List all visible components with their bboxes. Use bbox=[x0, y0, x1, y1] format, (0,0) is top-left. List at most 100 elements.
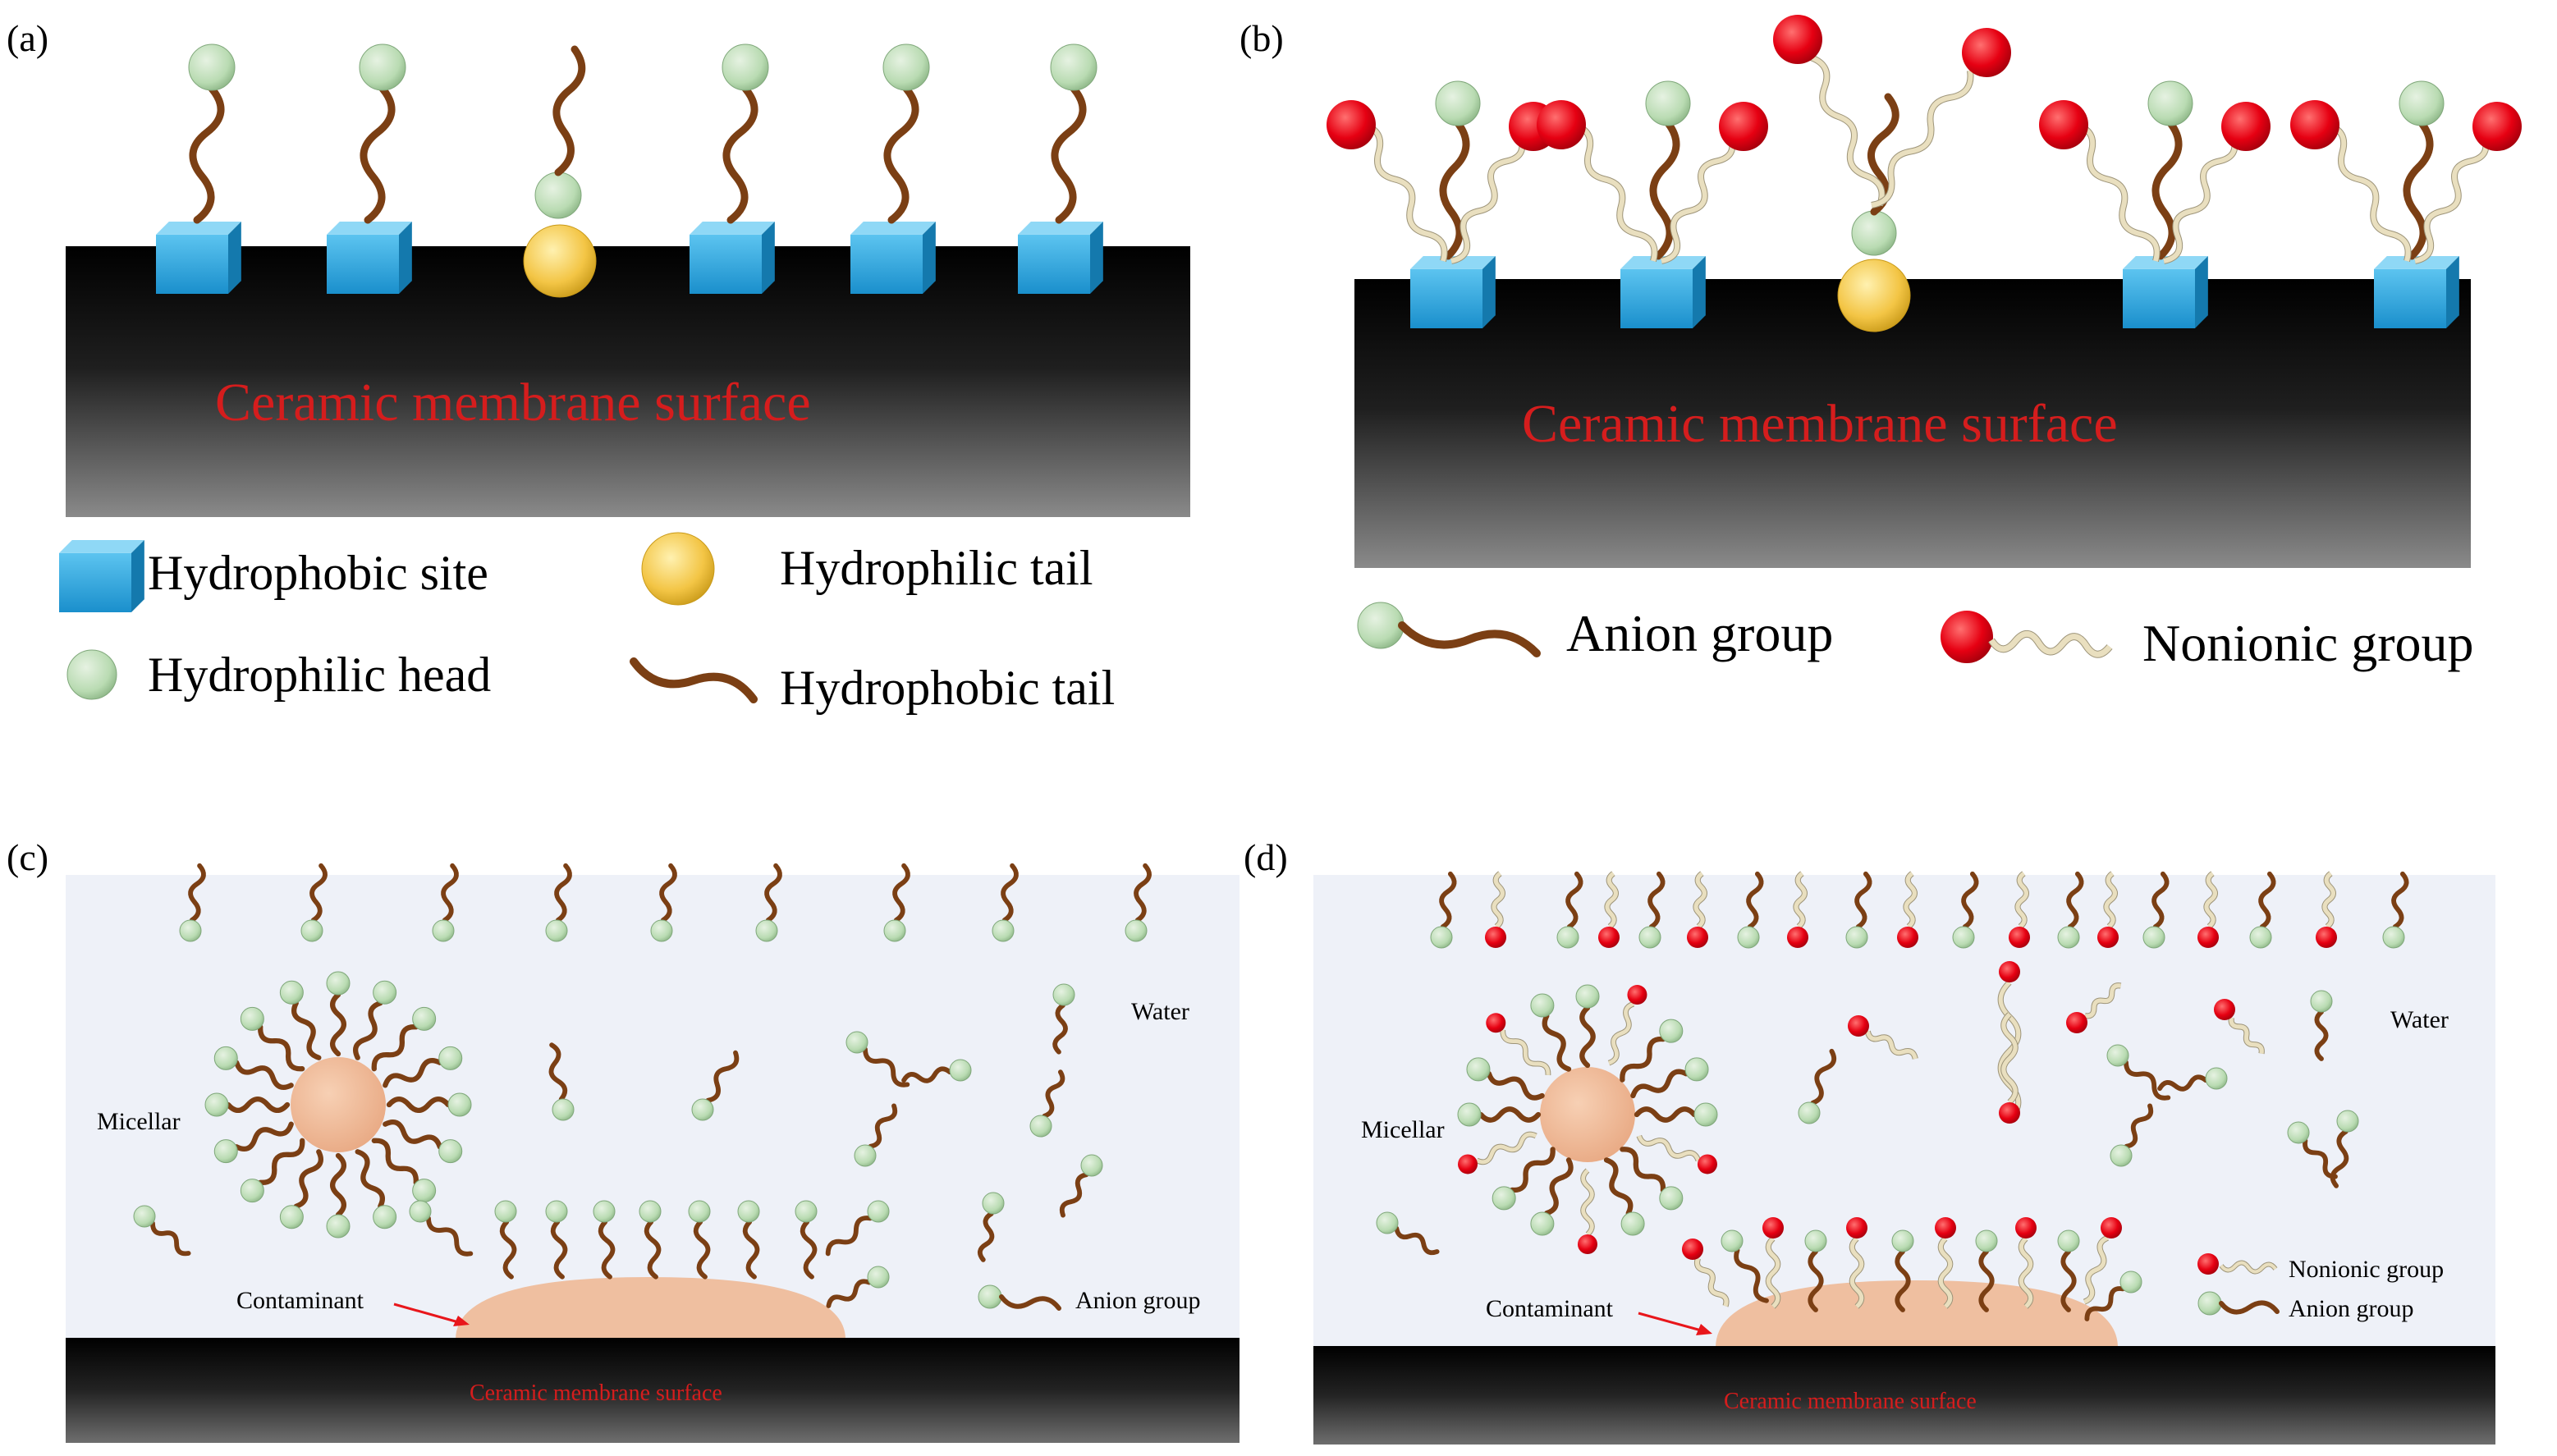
hydrophilic-head bbox=[2119, 1271, 2142, 1293]
surface-label-c: Ceramic membrane surface bbox=[470, 1380, 722, 1406]
hydrophobic-tail bbox=[1895, 1249, 1911, 1312]
hydrophilic-head bbox=[1466, 1057, 1491, 1082]
hydrophobic-tail bbox=[705, 1050, 740, 1103]
nonionic-chain bbox=[1450, 135, 1525, 263]
hydrophobic-tail bbox=[826, 1279, 872, 1308]
nonionic-surfactant bbox=[1486, 1013, 1551, 1076]
nonionic-chain bbox=[1694, 1257, 1729, 1307]
contaminant-arrow-d bbox=[1638, 1312, 1705, 1333]
surface-label-a: Ceramic membrane surface bbox=[215, 373, 811, 433]
nonionic-surfactant bbox=[1458, 1131, 1537, 1174]
hydrophobic-tail bbox=[2124, 1060, 2171, 1101]
hydrophobic-tail bbox=[1746, 871, 1764, 930]
hydrophobic-tail bbox=[1439, 119, 1470, 260]
hydrophilic-head bbox=[534, 172, 582, 219]
hydrophilic-tail-ball bbox=[523, 224, 597, 298]
hydrophobic-tail bbox=[1961, 871, 1979, 930]
hydrophobic-tail bbox=[1478, 1106, 1542, 1123]
anion-surfactant bbox=[2157, 1067, 2228, 1092]
nonionic-head bbox=[2472, 102, 2522, 151]
anion-surfactant bbox=[1638, 871, 1666, 949]
anion-surfactant bbox=[371, 1006, 437, 1072]
hydrophilic-head bbox=[1125, 919, 1148, 942]
hydrophobic-tail bbox=[426, 1216, 474, 1257]
anion-surfactant bbox=[1530, 1157, 1574, 1236]
hydrophobic-tail bbox=[764, 863, 782, 923]
anion-surfactant bbox=[1952, 871, 1979, 949]
nonionic-chain-outline bbox=[2325, 121, 2412, 263]
anion-surfactant bbox=[825, 1200, 890, 1257]
nonionic-surfactant bbox=[1935, 1217, 1956, 1309]
nonionic-surfactant bbox=[1897, 871, 1918, 948]
anion-surfactant bbox=[1721, 1229, 1769, 1303]
panel-d-label: (d) bbox=[1244, 836, 1288, 878]
nonionic-chain-outline bbox=[1361, 121, 1448, 263]
nonionic-chain bbox=[2084, 983, 2122, 1019]
anion-surfactant bbox=[179, 863, 206, 942]
nonionic-chain bbox=[2015, 872, 2029, 929]
hydrophilic-head bbox=[326, 1214, 351, 1239]
nonionic-head bbox=[1697, 1154, 1717, 1174]
legend-nonionic-group: Nonionic group bbox=[2142, 614, 2474, 672]
hydrophobic-tail bbox=[977, 1211, 995, 1262]
nonionic-head bbox=[2214, 999, 2235, 1020]
hydrophilic-head bbox=[133, 1205, 156, 1228]
nonionic-head bbox=[1762, 1217, 1784, 1239]
micellar-label-d: Micellar bbox=[1361, 1116, 1445, 1143]
hydrophobic-tail bbox=[1001, 863, 1019, 923]
hydrophilic-tail-ball bbox=[1837, 259, 1911, 332]
nonionic-head bbox=[1719, 102, 1768, 151]
hydrophobic-site-cube bbox=[1620, 256, 1706, 328]
hydrophilic-head bbox=[412, 1006, 437, 1031]
hydrophobic-tail bbox=[863, 1046, 910, 1087]
anion-surfactant bbox=[494, 1200, 517, 1280]
hydrophobic-tail bbox=[1647, 871, 1666, 930]
anion-surfactant bbox=[593, 1200, 616, 1280]
hydrophilic-head bbox=[1050, 43, 1097, 91]
anion-surfactant bbox=[854, 1103, 898, 1167]
hydrophobic-tail bbox=[1808, 1249, 1824, 1312]
anion-surfactant bbox=[2382, 871, 2409, 949]
nonionic-head bbox=[2015, 1217, 2037, 1239]
panel-a-label: (a) bbox=[7, 17, 48, 59]
hydrophobic-tail bbox=[2403, 119, 2434, 260]
hydrophobic-tail bbox=[1051, 85, 1087, 224]
nonionic-surfactant bbox=[1578, 1168, 1597, 1254]
nonionic-head bbox=[2097, 927, 2119, 948]
hydrophilic-head bbox=[867, 1200, 890, 1223]
legend-hydrophilic-tail: Hydrophilic tail bbox=[780, 541, 1093, 595]
ceramic-membrane-b bbox=[1354, 279, 2471, 568]
anion-surfactant bbox=[545, 863, 572, 942]
nonionic-head bbox=[1537, 100, 1586, 149]
hydrophobic-tail bbox=[1439, 871, 1457, 930]
hydrophobic-tail bbox=[999, 1294, 1061, 1311]
nonionic-head bbox=[2039, 100, 2088, 149]
nonionic-head bbox=[2197, 927, 2219, 948]
anion-surfactant bbox=[240, 1138, 305, 1203]
hydrophobic-tail bbox=[644, 1220, 662, 1280]
hydrophilic-head bbox=[1492, 1186, 1516, 1211]
hydrophobic-tail bbox=[2314, 1010, 2329, 1061]
hydrophilic-head bbox=[2205, 1067, 2228, 1090]
hydrophilic-head bbox=[2142, 926, 2165, 949]
hydrophobic-tail bbox=[2303, 1138, 2338, 1179]
hydrophobic-tail bbox=[1978, 1249, 1995, 1312]
anion-surfactant bbox=[688, 1200, 711, 1280]
hydrophilic-head bbox=[1975, 1229, 1998, 1252]
nonionic-surfactant bbox=[2066, 982, 2122, 1033]
hydrophilic-head bbox=[883, 919, 906, 942]
hydrophilic-head bbox=[1693, 1102, 1718, 1127]
nonionic-head bbox=[1598, 927, 1620, 948]
hydrophobic-tail bbox=[2258, 871, 2276, 930]
hydrophobic-tail bbox=[1579, 1005, 1596, 1069]
hydrophobic-tail bbox=[2066, 871, 2084, 930]
legend-b: Anion group Nonionic group bbox=[1357, 602, 2474, 672]
hydrophobic-site-cube bbox=[59, 540, 144, 612]
anion-surfactant bbox=[795, 1200, 818, 1280]
hydrophobic-tail bbox=[825, 1216, 873, 1257]
hydrophilic-head bbox=[545, 919, 568, 942]
hydrophilic-head bbox=[1804, 1229, 1827, 1252]
anion-surfactant bbox=[1556, 871, 1583, 949]
nonionic-chain bbox=[2104, 872, 2118, 929]
legend-anion-group: Anion group bbox=[1566, 604, 1833, 662]
